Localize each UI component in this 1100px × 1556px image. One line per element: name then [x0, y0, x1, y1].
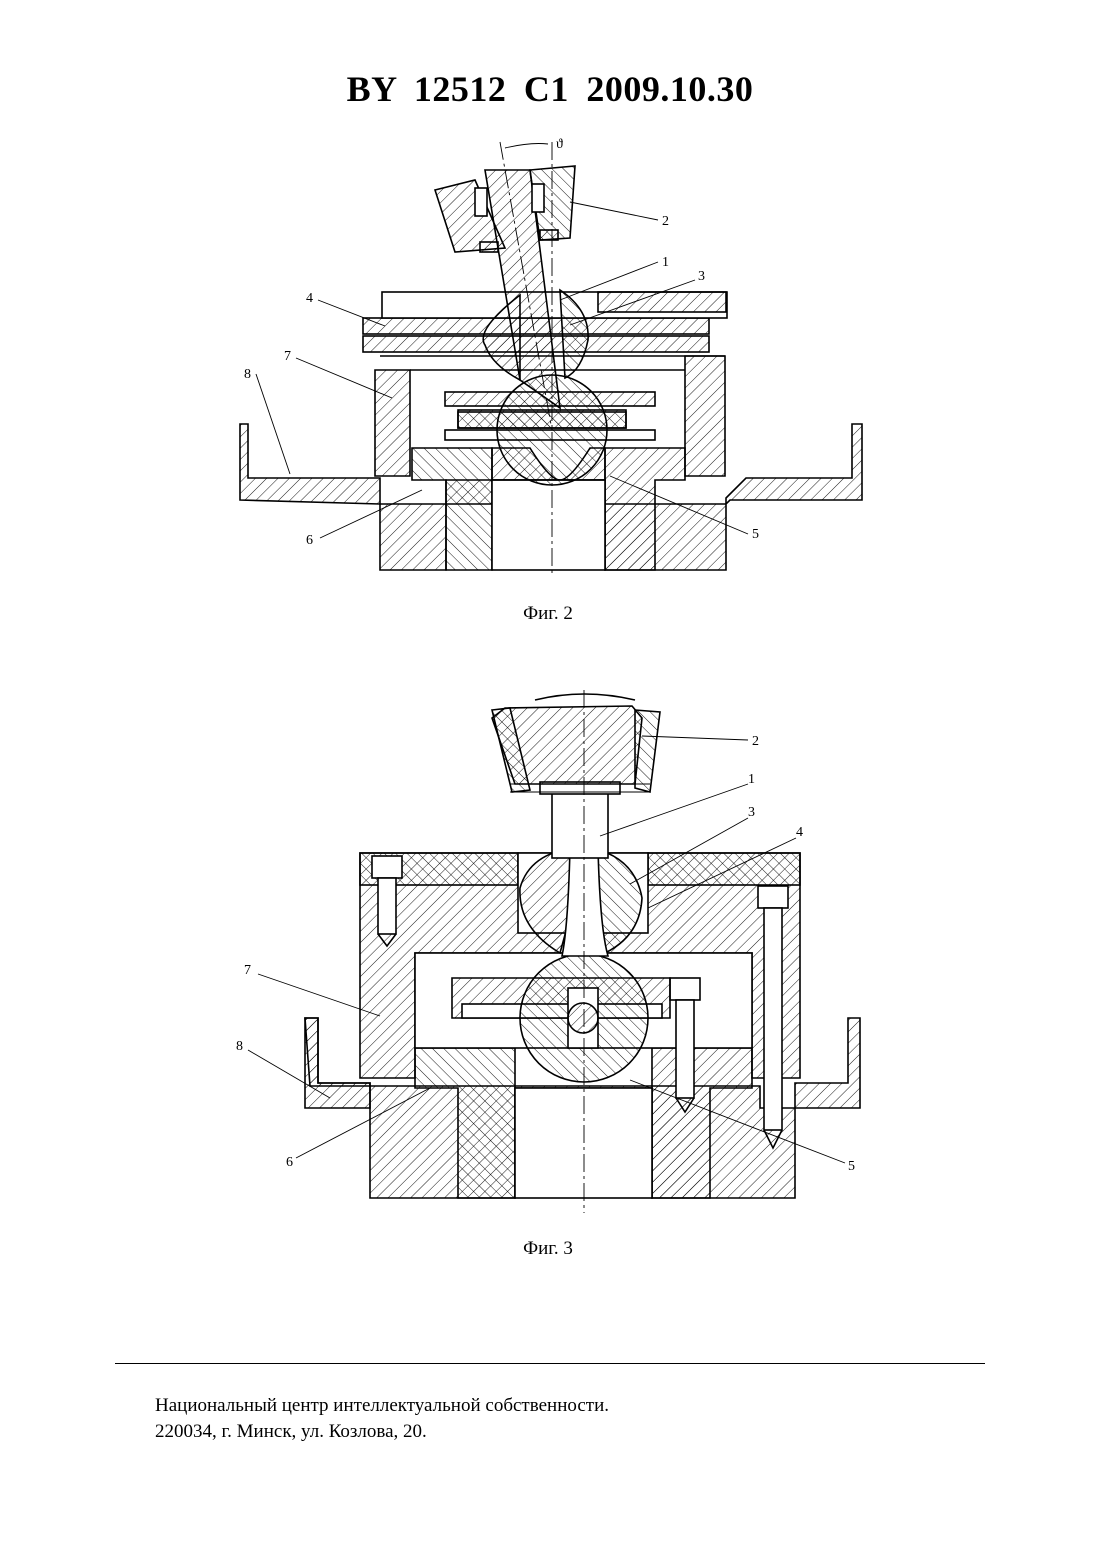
- fig3-part-1-shaft: [552, 788, 608, 858]
- fig3-bolt-middle-head: [670, 978, 700, 1000]
- fig2-label-2: 2: [662, 214, 669, 229]
- fig3-label-5: 5: [848, 1159, 855, 1174]
- fig3-label-1: 1: [748, 772, 755, 787]
- fig2-label-7: 7: [284, 349, 291, 364]
- footer-divider: [115, 1363, 985, 1364]
- fig3-part-4-cover-right: [648, 853, 800, 885]
- fig3-bolt-left-head: [372, 856, 402, 878]
- fig3-label-3: 3: [748, 805, 755, 820]
- fig2-bore: [492, 480, 605, 570]
- figure-3-caption: Фиг. 3: [448, 1238, 648, 1260]
- fig3-label-4: 4: [796, 825, 803, 840]
- fig2-label-3: 3: [698, 269, 705, 284]
- patent-header: BY 12512 C1 2009.10.30: [0, 68, 1100, 110]
- fig2-label-8: 8: [244, 367, 251, 382]
- footer-line-2: 220034, г. Минск, ул. Козлова, 20.: [155, 1419, 609, 1445]
- fig2-label-4: 4: [306, 291, 313, 306]
- figure-2-caption: Фиг. 2: [448, 603, 648, 625]
- fig2-label-1: 1: [662, 255, 669, 270]
- fig3-bore: [515, 1088, 652, 1198]
- fig3-label-7: 7: [244, 963, 251, 978]
- fig3-label-6: 6: [286, 1155, 293, 1170]
- fig3-label-2: 2: [752, 734, 759, 749]
- fig3-label-8: 8: [236, 1039, 243, 1054]
- fig3-bolt-right-head: [758, 886, 788, 908]
- footer-line-1: Национальный центр интеллектуальной собс…: [155, 1393, 609, 1419]
- figure-2-drawing: ϑ 2 1 3 4 7 8 6 5: [230, 130, 870, 580]
- fig2-label-5: 5: [752, 527, 759, 542]
- fig2-part-7-housing: [375, 370, 410, 476]
- fig2-label-6: 6: [306, 533, 313, 548]
- fig2-angle-symbol: ϑ: [556, 137, 563, 152]
- figure-3-drawing: 2 1 3 4 7 8 6 5: [230, 688, 870, 1218]
- footer: Национальный центр интеллектуальной собс…: [155, 1393, 609, 1445]
